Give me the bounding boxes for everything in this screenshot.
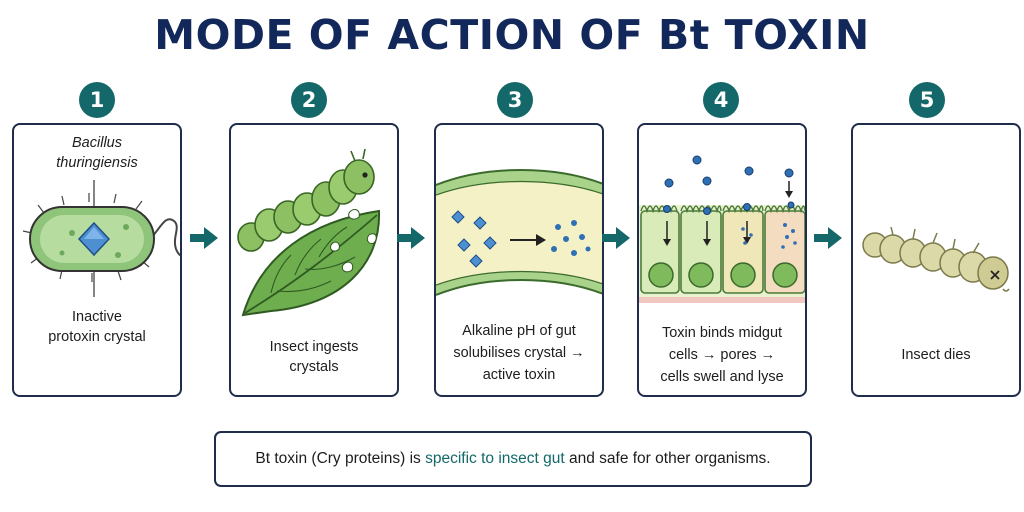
caption-3-line1: Alkaline pH of gut <box>462 323 576 339</box>
step-panel-2: Insect ingests crystals <box>229 123 399 397</box>
right-arrow-icon <box>190 227 218 249</box>
caption-3-line2: solubilises crystal → <box>453 345 585 361</box>
step-number-1: 1 <box>79 82 115 118</box>
right-arrow-icon <box>814 227 842 249</box>
caption-1-line1: Inactive <box>72 309 122 325</box>
step-number-2: 2 <box>291 82 327 118</box>
bacterium-name-line2: thuringiensis <box>56 155 138 171</box>
step-number-5: 5 <box>909 82 945 118</box>
caterpillar-icon <box>237 148 375 252</box>
caption-4-line1: Toxin binds midgut <box>661 325 783 341</box>
caption-4-line2: cells → pores → <box>668 347 776 363</box>
step-panel-5: Insect dies <box>851 123 1021 397</box>
caption-3-line3: active toxin <box>482 367 556 383</box>
caption-1-line2: protoxin crystal <box>48 329 146 345</box>
gut-tube-icon <box>436 169 602 296</box>
midgut-cells-icon <box>639 155 805 303</box>
bacterium-name-line1: Bacillus <box>72 135 122 151</box>
caption-2-line1: Insect ingests <box>269 339 359 355</box>
summary-note: Bt toxin (Cry proteins) is specific to i… <box>214 431 812 487</box>
note-highlight: specific to insect gut <box>425 450 565 467</box>
step-number-4: 4 <box>703 82 739 118</box>
note-text-after: and safe for other organisms. <box>564 450 771 467</box>
note-text-before: Bt toxin (Cry proteins) is <box>255 450 426 467</box>
step-panel-1: Bacillus thuringiensis Inactive protoxin… <box>12 123 182 397</box>
caption-4-line3: cells swell and lyse <box>660 369 784 385</box>
bacterium-icon <box>22 180 180 297</box>
caption-2-line2: crystals <box>289 359 339 375</box>
leaf-icon <box>241 209 381 317</box>
dead-caterpillar-icon <box>862 226 1010 292</box>
step-panel-4: Toxin binds midgut cells → pores → cells… <box>637 123 807 397</box>
step-panel-3: Alkaline pH of gut solubilises crystal →… <box>434 123 604 397</box>
right-arrow-icon <box>397 227 425 249</box>
page-title: MODE OF ACTION OF Bt TOXIN <box>154 11 870 59</box>
caption-5-line1: Insect dies <box>901 347 971 363</box>
caterpillar-leaf-art <box>237 148 381 317</box>
step-number-3: 3 <box>497 82 533 118</box>
right-arrow-icon <box>602 227 630 249</box>
